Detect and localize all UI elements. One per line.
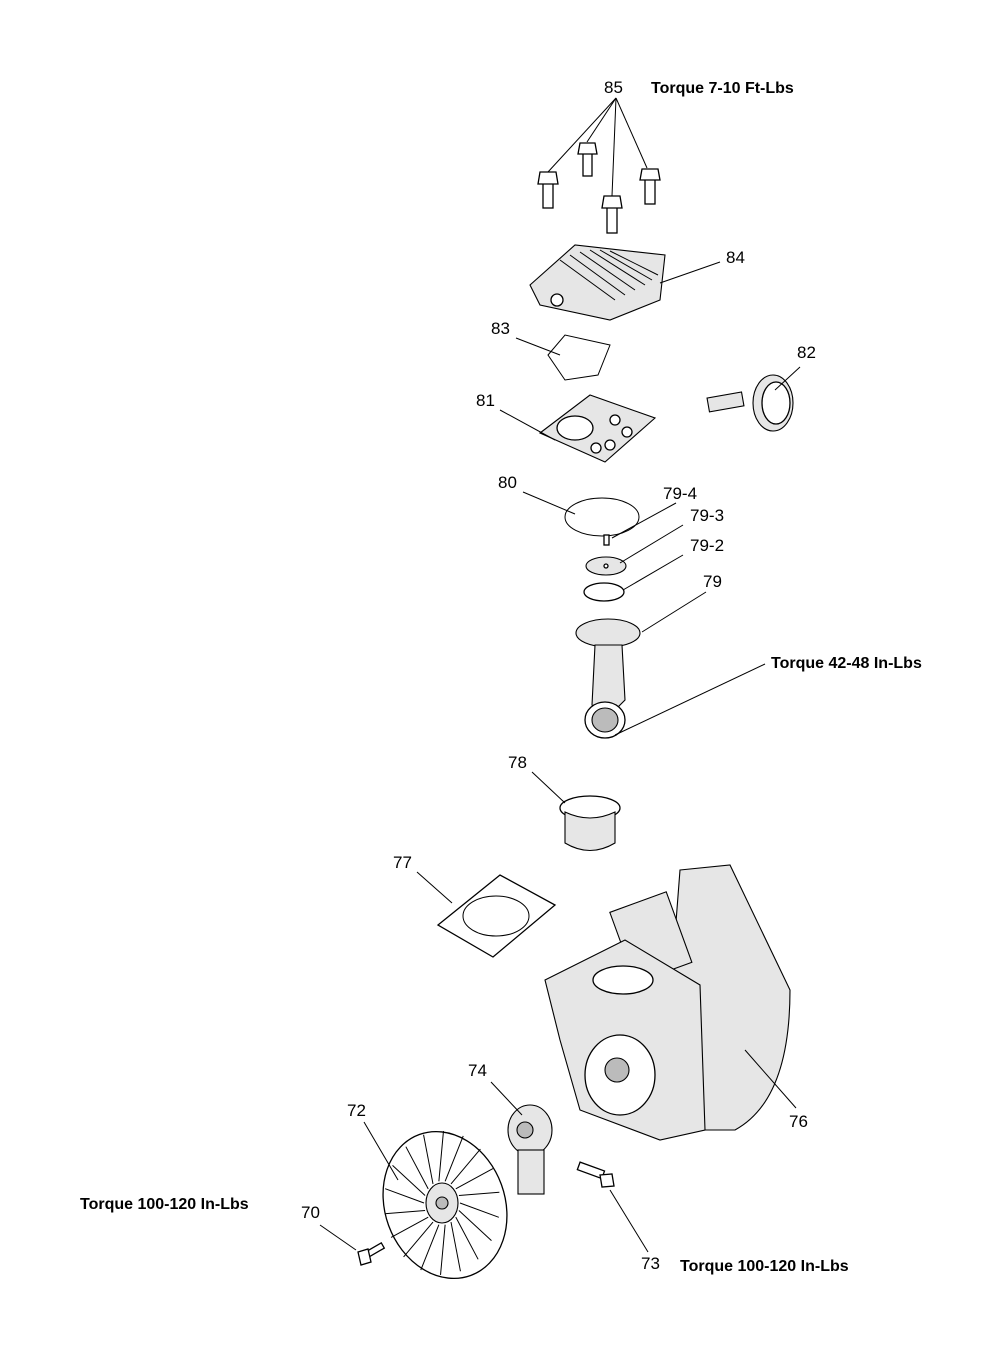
fan-blade <box>403 1221 434 1258</box>
part-81-valve-plate <box>538 394 657 463</box>
part-79-4-screw <box>603 534 610 546</box>
fan-blade <box>384 1188 425 1204</box>
torque-note-85: Torque 7-10 Ft-Lbs <box>651 80 794 97</box>
label-84: 84 <box>726 248 745 267</box>
label-83: 83 <box>491 319 510 338</box>
part-78-cylinder-sleeve <box>559 795 621 852</box>
label-70: 70 <box>301 1203 320 1222</box>
label-85: 85 <box>604 78 623 97</box>
label-79-3: 79-3 <box>690 506 724 525</box>
fan-blade <box>459 1202 500 1218</box>
fan-blade <box>392 1165 426 1196</box>
fan-blade <box>444 1135 464 1182</box>
label-81: 81 <box>476 391 495 410</box>
part-76-motor-crankcase <box>544 864 791 1141</box>
part-73-bolt <box>576 1161 615 1188</box>
label-82: 82 <box>797 343 816 362</box>
part-74-eccentric <box>507 1104 553 1195</box>
part-85-bolts <box>537 142 661 234</box>
label-73: 73 <box>641 1254 660 1273</box>
label-76: 76 <box>789 1112 808 1131</box>
part-79-3-retainer <box>585 556 627 576</box>
fan-blade <box>458 1191 500 1196</box>
label-79: 79 <box>703 572 722 591</box>
fan-blade <box>455 1168 494 1190</box>
fan-blade <box>458 1210 492 1241</box>
part-77-gasket <box>436 874 557 958</box>
fan-blade <box>420 1224 440 1271</box>
fan-blade <box>405 1146 429 1190</box>
fan-blade <box>423 1134 434 1185</box>
fan-blade <box>384 1210 426 1215</box>
label-74: 74 <box>468 1061 487 1080</box>
part-79-2-cup <box>583 582 625 602</box>
fan-blade <box>438 1130 444 1182</box>
part-80-o-ring <box>564 497 640 537</box>
part-72-fan <box>382 1130 508 1280</box>
label-79-4: 79-4 <box>663 484 697 503</box>
part-70-bolt <box>357 1242 386 1266</box>
fan-blade <box>440 1224 446 1276</box>
leader-lines <box>319 97 801 1253</box>
part-84-cylinder-head <box>529 244 666 321</box>
label-80: 80 <box>498 473 517 492</box>
fan-blade <box>390 1216 429 1238</box>
label-78: 78 <box>508 753 527 772</box>
torque-note-rod: Torque 42-48 In-Lbs <box>771 655 922 672</box>
fan-blade <box>455 1216 479 1260</box>
part-82-capacitor <box>706 374 794 432</box>
torque-note-73: Torque 100-120 In-Lbs <box>680 1258 849 1275</box>
torque-note-70: Torque 100-120 In-Lbs <box>80 1196 249 1213</box>
fan-blade <box>450 1221 461 1272</box>
label-72: 72 <box>347 1101 366 1120</box>
part-79-connecting-rod <box>575 618 641 739</box>
label-77: 77 <box>393 853 412 872</box>
part-83-gasket <box>547 334 611 381</box>
label-79-2: 79-2 <box>690 536 724 555</box>
fan-blade <box>450 1148 481 1185</box>
